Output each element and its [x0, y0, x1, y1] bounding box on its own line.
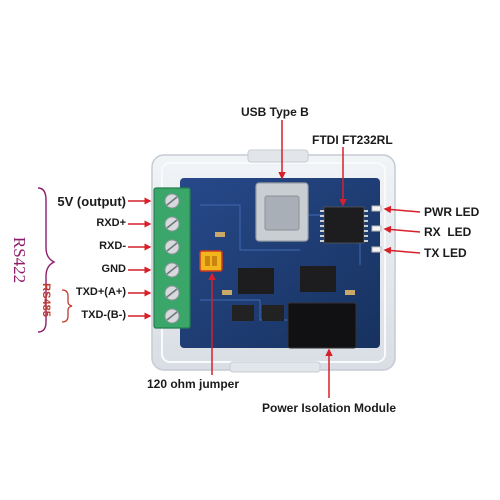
optocoupler-chip — [232, 305, 254, 321]
case-bottom-clip — [229, 361, 321, 373]
pin-arrows — [128, 197, 152, 320]
pin-label: TXD+(A+) — [75, 286, 126, 298]
chip-pin — [364, 240, 368, 242]
smd-component — [345, 290, 355, 295]
power-isolation-module — [287, 302, 357, 349]
ftdi-chip-pins — [320, 210, 368, 242]
screw-slot — [166, 196, 178, 206]
chip-pin — [320, 240, 324, 242]
pin-label: GND — [101, 263, 126, 275]
screw-slot — [166, 265, 178, 275]
chip-pin — [320, 225, 324, 227]
chip-pin — [320, 210, 324, 212]
rs422-brace — [37, 187, 56, 333]
tx-led — [371, 246, 382, 253]
pwr-led — [371, 205, 382, 212]
smd-component — [222, 290, 232, 295]
rs422-label: RS422 — [10, 236, 30, 284]
chip-pin — [364, 235, 368, 237]
chip-pin — [364, 220, 368, 222]
ftdi-label: FTDI FT232RL — [312, 133, 393, 147]
pwr-led-label: PWR LED — [424, 205, 480, 219]
jumper-pin — [212, 256, 217, 266]
usb-connector-inner — [264, 195, 300, 231]
rx-led-label: RX LED — [424, 225, 472, 239]
screw-slot — [166, 288, 178, 298]
chip-pin — [320, 220, 324, 222]
chip-pin — [320, 235, 324, 237]
screw-slot — [166, 311, 178, 321]
transceiver-chip — [300, 266, 336, 292]
chip-pin — [320, 230, 324, 232]
arrow-pwr-led — [383, 205, 421, 214]
pin-label: 5V (output) — [57, 194, 126, 209]
chip-pin — [364, 215, 368, 217]
screw-slot — [166, 242, 178, 252]
isolation-label: Power Isolation Module — [262, 401, 397, 415]
smd-component — [215, 232, 225, 237]
optocoupler-chip — [262, 305, 284, 321]
chip-pin — [364, 225, 368, 227]
usb-label: USB Type B — [241, 105, 309, 119]
chip-pin — [320, 215, 324, 217]
ftdi-chip — [323, 206, 365, 244]
jumper-block — [199, 250, 223, 272]
screw-slot — [166, 219, 178, 229]
case-top-clip — [247, 149, 309, 163]
jumper-pin — [205, 256, 210, 266]
pin-label: RXD+ — [96, 217, 126, 229]
rx-led — [371, 225, 382, 232]
chip-pin — [364, 210, 368, 212]
arrow-rx-led — [383, 225, 421, 234]
arrow-tx-led — [383, 246, 421, 255]
tx-led-label: TX LED — [424, 246, 467, 260]
chip-pin — [364, 230, 368, 232]
jumper-label: 120 ohm jumper — [147, 377, 240, 391]
transceiver-chip — [238, 268, 274, 294]
rs485-brace — [61, 289, 73, 323]
pcb-trace — [200, 204, 300, 251]
terminal-screws — [164, 193, 180, 324]
rs485-label: RS485 — [39, 283, 52, 317]
pin-label: TXD-(B-) — [81, 309, 126, 321]
pin-label: RXD- — [99, 240, 126, 252]
terminal-block — [153, 187, 191, 329]
